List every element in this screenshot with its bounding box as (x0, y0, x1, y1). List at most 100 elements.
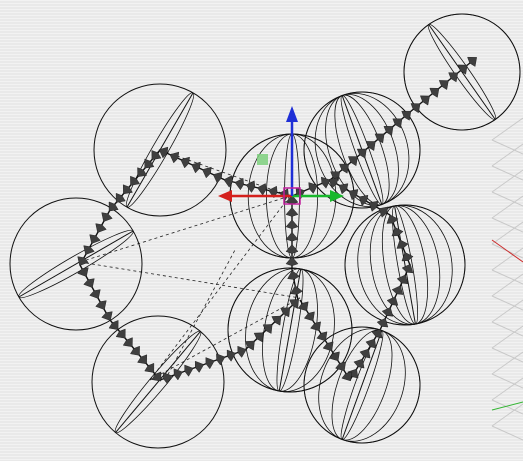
sphere-outline (91, 315, 225, 449)
grid-line (491, 325, 523, 349)
chain-fin (184, 364, 194, 377)
gizmo-pivot[interactable] (283, 187, 301, 205)
chain-fin (386, 214, 399, 224)
chain-fin (378, 206, 389, 218)
chain-fin (101, 311, 113, 321)
grid-line (491, 217, 523, 233)
chain-fin (130, 175, 140, 186)
chain-fin (381, 307, 394, 317)
grid-line (491, 425, 523, 441)
grid-line (491, 403, 523, 427)
chain-fin (158, 146, 169, 159)
grid-line (491, 295, 523, 311)
chain-fin (467, 56, 477, 67)
chain-fin (216, 353, 226, 366)
chain-fin (401, 263, 414, 274)
chain-fin (356, 148, 367, 159)
chain-fin (420, 95, 430, 106)
gizmo-y-arrow[interactable] (330, 190, 344, 202)
chain-fin (287, 270, 300, 280)
grid-line (491, 191, 523, 207)
dashed-line (149, 297, 301, 381)
chain-fin (77, 256, 89, 266)
chain-fin (401, 252, 414, 262)
move-gizmo-icon[interactable] (218, 106, 344, 205)
chain-fin (202, 166, 212, 179)
chain-fin (376, 317, 389, 328)
sphere-axis-line (394, 205, 416, 325)
chain-fin (348, 189, 359, 201)
chain-fin (271, 315, 282, 326)
grid-x-axis-line (491, 239, 523, 263)
chain-fin (226, 349, 236, 362)
chain-fin (448, 72, 459, 83)
chain-fin (77, 267, 89, 277)
chain-fin (262, 324, 273, 334)
gizmo-x-arrow[interactable] (218, 190, 232, 202)
chain-fin (237, 345, 247, 358)
sphere-axis-line (341, 330, 383, 440)
chain-fin (316, 331, 328, 342)
sphere-outline (9, 197, 143, 331)
chain-fin (83, 278, 95, 288)
grid-line (491, 221, 523, 245)
chain-fin (285, 244, 299, 254)
chain-fin (137, 354, 148, 365)
gizmo-plane-handle[interactable] (257, 154, 268, 165)
sphere-bottom-left[interactable] (91, 315, 225, 449)
chain-fin (151, 150, 162, 160)
sphere-outline (93, 83, 227, 217)
chain-fin (347, 368, 359, 379)
chain-fin (180, 156, 190, 169)
chain-fin (285, 219, 299, 230)
sphere-axis-line (115, 331, 201, 433)
chain-fin (383, 126, 394, 136)
construction-lines (79, 149, 301, 381)
fin-chain[interactable] (77, 56, 477, 385)
chain-fin (353, 358, 365, 369)
grid-line (491, 351, 523, 375)
grid-line (491, 195, 523, 219)
chain-fin (151, 371, 162, 382)
grid-line (491, 169, 523, 193)
sphere-lower-center[interactable] (218, 258, 362, 402)
chain-fin (310, 321, 321, 332)
chain-fin (212, 171, 223, 184)
chain-fin (285, 231, 299, 242)
grid-line (491, 377, 523, 401)
grid-line (491, 347, 523, 363)
chain-fin (396, 239, 409, 249)
grid-line (491, 269, 523, 285)
sphere-upper-right[interactable] (288, 76, 437, 225)
dashed-line (79, 261, 301, 299)
chain-fin (130, 345, 140, 356)
chain-fin (95, 223, 107, 233)
dashed-line (149, 195, 291, 381)
chain-fin (115, 328, 126, 339)
wire-spheres[interactable] (9, 0, 523, 460)
chain-fin (191, 161, 201, 174)
chain-fin (144, 158, 155, 169)
grid-line (491, 117, 523, 141)
grid-line (491, 247, 523, 271)
sphere-lower-right[interactable] (288, 311, 437, 460)
chain-fin (137, 167, 148, 178)
chain-fin (392, 118, 403, 129)
grid-line (491, 143, 523, 167)
chain-fin (386, 296, 399, 306)
chain-fin (365, 338, 377, 349)
sphere-right[interactable] (335, 195, 474, 334)
chain-fin (108, 201, 119, 212)
gizmo-z-arrow[interactable] (286, 106, 298, 122)
sphere-left[interactable] (9, 197, 143, 331)
chain-fin (359, 348, 371, 359)
chain-fin (328, 351, 340, 362)
chain-fin (358, 194, 369, 206)
chain-fin (115, 193, 126, 203)
chain-fin (194, 360, 205, 373)
chain-fin (234, 177, 244, 191)
chain-fin (410, 103, 421, 114)
